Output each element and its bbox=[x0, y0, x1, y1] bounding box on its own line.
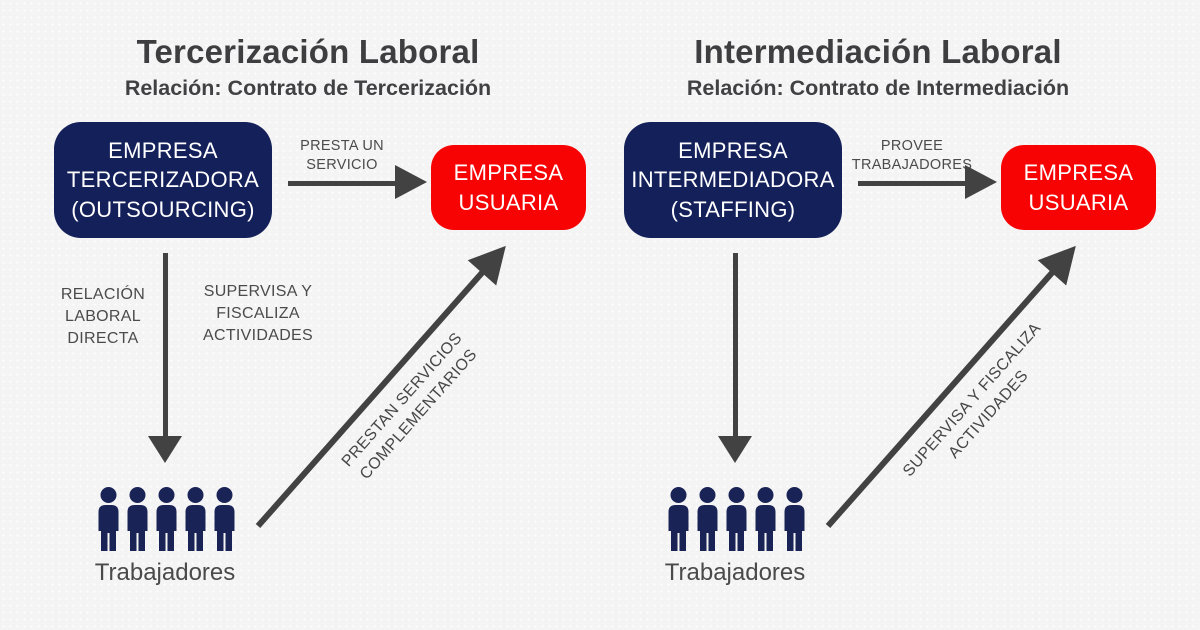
worker-icon bbox=[214, 487, 235, 551]
worker-icon bbox=[156, 487, 177, 551]
box-line: EMPRESA bbox=[678, 138, 788, 164]
diagonal-arrow-line bbox=[825, 269, 1056, 528]
worker-icon bbox=[726, 487, 747, 551]
service-arrow-label: PRESTA UN SERVICIO bbox=[300, 138, 384, 173]
box-line: USUARIA bbox=[1028, 189, 1129, 215]
provides-workers-arrow-label: PROVEE TRABAJADORES bbox=[851, 138, 973, 173]
box-line: USUARIA bbox=[458, 189, 559, 215]
workers-label: Trabajadores bbox=[94, 559, 236, 586]
box-line: INTERMEDIADORA bbox=[631, 167, 835, 193]
service-arrow-line bbox=[288, 181, 396, 186]
user-company-box: EMPRESA USUARIA bbox=[431, 145, 586, 230]
panel-subtitle: Relación: Contrato de Tercerización bbox=[124, 76, 492, 100]
service-arrow-head-icon bbox=[395, 165, 427, 199]
worker-icon bbox=[755, 487, 776, 551]
down-arrow-head-icon bbox=[718, 436, 752, 463]
panel-title: Intermediación Laboral bbox=[694, 33, 1062, 70]
worker-icon bbox=[185, 487, 206, 551]
box-line: (STAFFING) bbox=[670, 196, 796, 222]
worker-icon bbox=[98, 487, 119, 551]
panel-title: Tercerización Laboral bbox=[136, 33, 480, 70]
outsourcing-company-box: EMPRESA TERCERIZADORA (OUTSOURCING) bbox=[54, 122, 272, 238]
box-line: EMPRESA bbox=[108, 138, 218, 164]
box-line: EMPRESA bbox=[453, 160, 564, 186]
workers-group bbox=[95, 487, 238, 552]
workers-group bbox=[665, 487, 808, 552]
staffing-company-box: EMPRESA INTERMEDIADORA (STAFFING) bbox=[624, 122, 842, 238]
worker-icon bbox=[697, 487, 718, 551]
down-arrow-line bbox=[733, 253, 738, 437]
supervises-activities-label: SUPERVISA Y FISCALIZA ACTIVIDADES bbox=[203, 283, 313, 345]
worker-icon bbox=[668, 487, 689, 551]
panel-tercerizacion: Tercerización Laboral Relación: Contrato… bbox=[54, 33, 586, 586]
diagonal-arrow: SUPERVISA Y FISCALIZA ACTIVIDADES bbox=[825, 233, 1091, 528]
down-arrow-head-icon bbox=[148, 436, 182, 463]
worker-icon bbox=[127, 487, 148, 551]
provides-workers-arrow-line bbox=[858, 181, 966, 186]
workers-label: Trabajadores bbox=[664, 559, 806, 586]
worker-icon bbox=[784, 487, 805, 551]
provides-workers-arrow-head-icon bbox=[965, 165, 997, 199]
direct-labor-relation-label: RELACIÓN LABORAL DIRECTA bbox=[60, 286, 146, 348]
supervises-activities-diagonal-label: SUPERVISA Y FISCALIZA ACTIVIDADES bbox=[900, 319, 1045, 480]
user-company-box: EMPRESA USUARIA bbox=[1001, 145, 1156, 230]
panel-subtitle: Relación: Contrato de Intermediación bbox=[686, 76, 1070, 100]
down-arrow-line bbox=[163, 253, 168, 437]
box-line: TERCERIZADORA bbox=[66, 167, 260, 193]
box-line: (OUTSOURCING) bbox=[71, 196, 255, 222]
panel-intermediacion: Intermediación Laboral Relación: Contrat… bbox=[570, 0, 1200, 630]
box-line: EMPRESA bbox=[1023, 160, 1134, 186]
